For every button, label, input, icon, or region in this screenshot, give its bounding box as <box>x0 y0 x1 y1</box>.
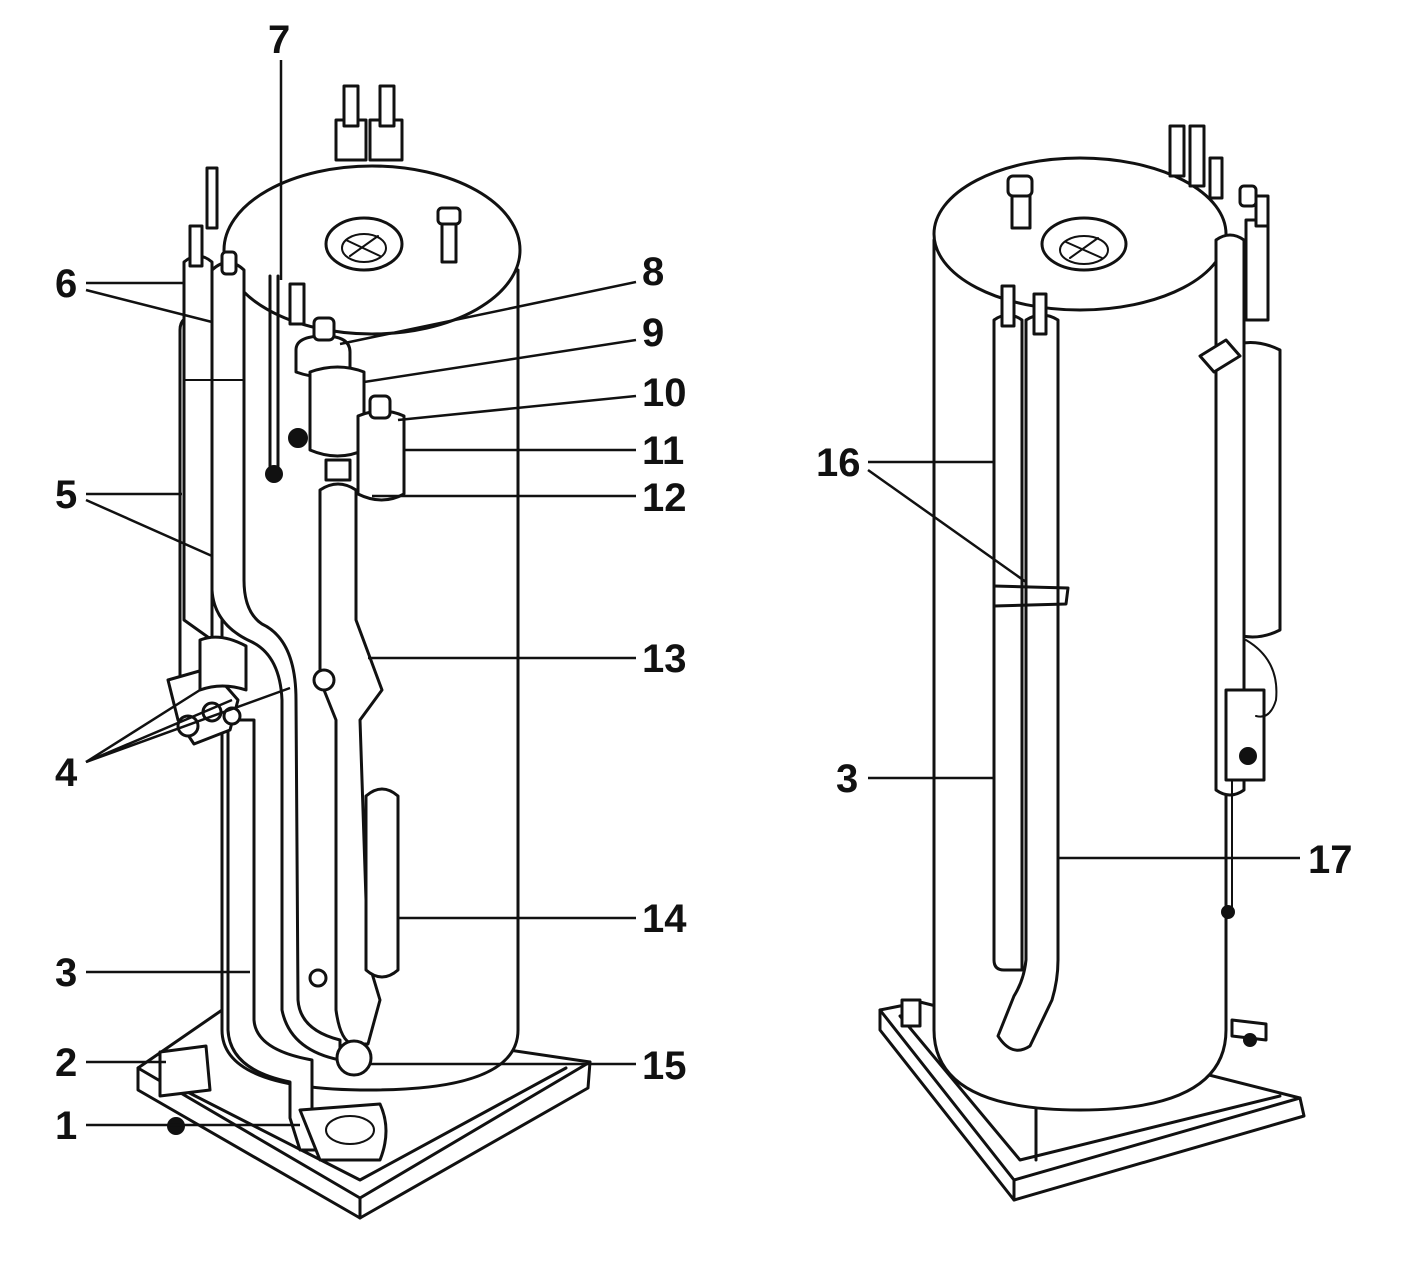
callout-15: 15 <box>642 1044 687 1088</box>
leader-4b <box>85 698 233 764</box>
callout-9: 9 <box>642 311 665 355</box>
left-sensor-7 <box>265 274 283 483</box>
callout-7: 7 <box>268 18 291 62</box>
callout-13: 13 <box>642 637 687 681</box>
leader-9 <box>363 338 637 384</box>
left-component-14 <box>364 787 400 979</box>
leader-6b <box>85 288 213 324</box>
right-side-component <box>1198 184 1282 921</box>
right-tank-body <box>932 124 1228 1112</box>
callout-3-right: 3 <box>836 757 859 801</box>
right-unit <box>878 124 1306 1202</box>
callout-11: 11 <box>642 429 685 473</box>
leader-5b <box>85 498 213 558</box>
callout-17: 17 <box>1308 838 1353 882</box>
leader-8 <box>339 280 637 346</box>
callout-8: 8 <box>642 250 665 294</box>
leader-4a <box>85 688 201 764</box>
left-pipes-5-6 <box>178 166 342 1062</box>
callout-6: 6 <box>55 262 78 306</box>
callout-2: 2 <box>55 1041 78 1085</box>
leader-lines <box>85 60 1300 1127</box>
leader-16b <box>867 468 1027 584</box>
callout-1: 1 <box>55 1104 78 1148</box>
callout-5: 5 <box>55 473 78 517</box>
callout-3: 3 <box>55 951 78 995</box>
callout-14: 14 <box>642 897 687 941</box>
callout-12: 12 <box>642 476 687 520</box>
left-bottom-pump <box>298 1102 388 1162</box>
callout-16: 16 <box>816 441 861 485</box>
leader-4c <box>85 686 291 764</box>
right-base-brackets <box>900 998 1268 1047</box>
left-unit <box>136 84 592 1220</box>
leader-10 <box>397 394 637 422</box>
callout-10: 10 <box>642 371 687 415</box>
right-pipes-16-17 <box>992 284 1070 1052</box>
callout-4: 4 <box>55 751 78 795</box>
left-pipe-13 <box>308 482 384 1077</box>
